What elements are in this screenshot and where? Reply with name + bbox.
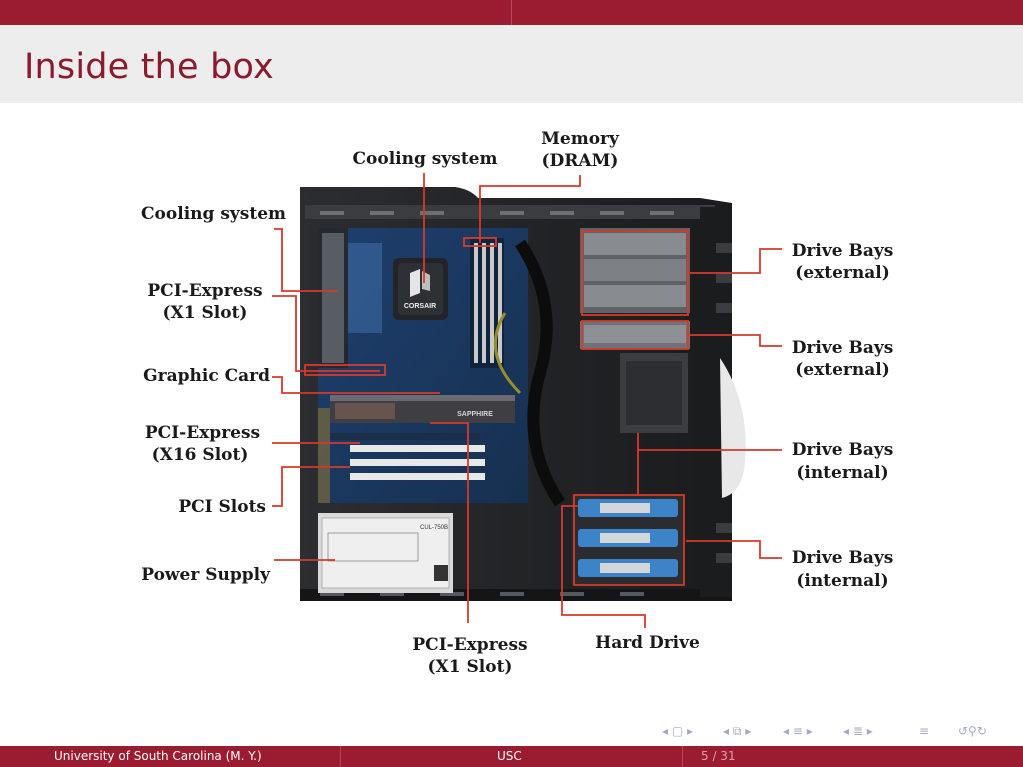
label-pcie-bottom-slot: (X1 Slot) — [427, 657, 513, 677]
label-pcie-x1-slot: (X1 Slot) — [162, 303, 248, 323]
header-bar — [0, 0, 1023, 25]
computer-internals-figure: CORSAIR SAPPHIRE CUL-750B — [0, 103, 1023, 723]
graphics-card: SAPPHIRE — [330, 395, 515, 423]
label-hard-drive: Hard Drive — [595, 633, 700, 653]
label-memory: Memory — [541, 129, 619, 149]
nav-search-icon[interactable]: ↺⚲↻ — [958, 724, 987, 738]
computer-case-photo: CORSAIR SAPPHIRE CUL-750B — [272, 173, 782, 628]
label-cooling-system-top: Cooling system — [352, 149, 498, 169]
label-pcie-x16-slot: (X16 Slot) — [151, 445, 249, 465]
internal-drive-cage — [620, 353, 688, 433]
cpu-cooler: CORSAIR — [393, 258, 448, 320]
expansion-slots — [318, 408, 485, 503]
label-drive-bays-ext-2-type: (external) — [795, 360, 890, 380]
label-pcie-bottom: PCI-Express — [412, 635, 528, 655]
label-power-supply: Power Supply — [141, 565, 270, 585]
label-drive-bays-int-1: Drive Bays — [791, 440, 894, 460]
label-pcie-x1: PCI-Express — [147, 281, 263, 301]
gpu-brand-text: SAPPHIRE — [457, 411, 493, 418]
power-supply-unit: CUL-750B — [318, 513, 453, 593]
footer-short-title: USC — [497, 749, 522, 763]
label-graphic-card: Graphic Card — [143, 366, 270, 386]
label-drive-bays-int-2: Drive Bays — [791, 548, 894, 568]
leader-lines — [272, 173, 782, 628]
footer-divider-2 — [682, 746, 683, 767]
hard-drive-stack — [572, 495, 684, 585]
label-cooling-system-left: Cooling system — [141, 204, 286, 224]
nav-subsection-icon[interactable]: ◂ ≣ ▸ — [843, 724, 873, 738]
label-drive-bays-int-2-type: (internal) — [796, 571, 889, 591]
label-drive-bays-int-1-type: (internal) — [796, 463, 889, 483]
nav-first-icon[interactable]: ◂ ▢ ▸ — [662, 724, 694, 738]
label-pcie-x16: PCI-Express — [144, 423, 261, 443]
cable-bundle — [514, 239, 566, 507]
footer-page-number: 5 / 31 — [701, 749, 736, 763]
slide-title: Inside the box — [24, 47, 274, 87]
label-drive-bays-ext-2: Drive Bays — [791, 338, 894, 358]
cooler-brand-text: CORSAIR — [404, 303, 436, 310]
label-dram: (DRAM) — [541, 151, 619, 171]
title-bar: Inside the box — [0, 25, 1023, 103]
nav-frame-icon[interactable]: ◂ ⧉ ▸ — [723, 724, 752, 738]
psu-model-text: CUL-750B — [420, 525, 448, 531]
header-divider — [511, 0, 512, 25]
front-panel — [700, 207, 746, 597]
nav-section-icon[interactable]: ◂ ≡ ▸ — [783, 724, 813, 738]
footer-bar: University of South Carolina (M. Y.) USC… — [0, 746, 1023, 767]
label-drive-bays-ext-1-type: (external) — [795, 263, 890, 283]
label-drive-bays-ext-1: Drive Bays — [791, 241, 894, 261]
footer-divider-1 — [340, 746, 341, 767]
footer-author: University of South Carolina (M. Y.) — [54, 749, 262, 763]
cable-yellow — [493, 312, 522, 395]
external-drive-bays — [580, 228, 690, 349]
label-pci-slots: PCI Slots — [178, 497, 266, 517]
nav-align-icon[interactable]: ≡ — [919, 724, 930, 738]
